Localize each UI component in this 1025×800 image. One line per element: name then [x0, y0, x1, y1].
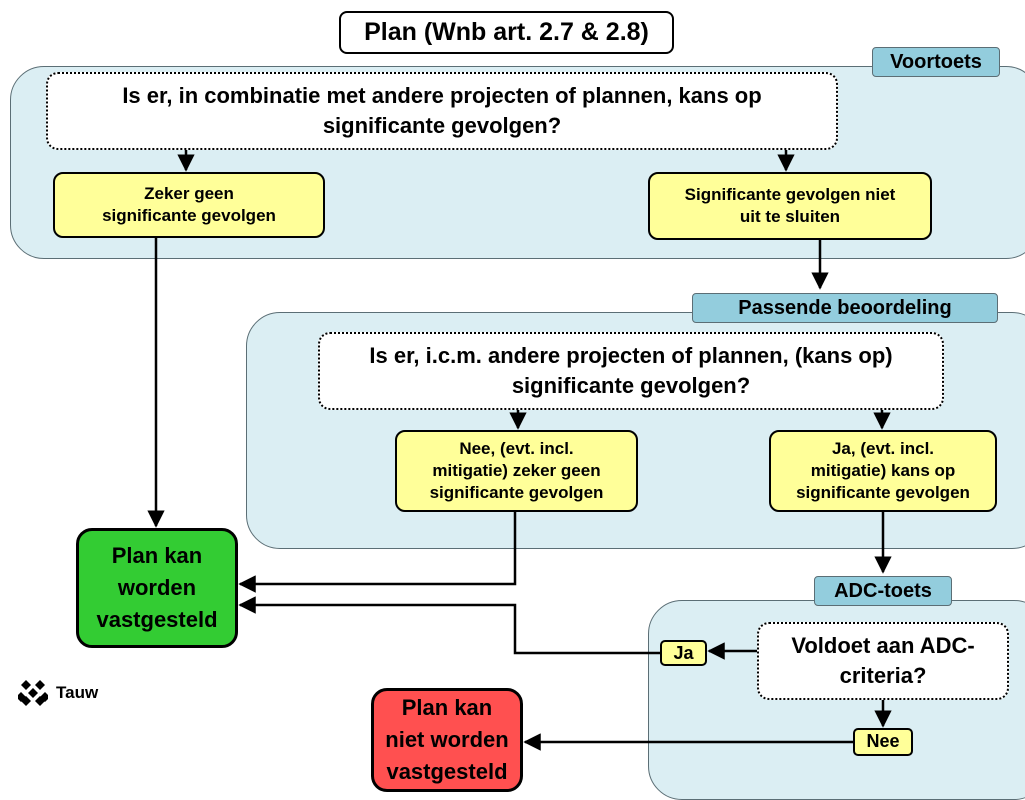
- passende-beoordeling-yes-box: Ja, (evt. incl. mitigatie) kans op signi…: [769, 430, 997, 512]
- arrow-adc-ja-to-approved: [238, 596, 660, 655]
- voortoets-tag: Voortoets: [872, 47, 1000, 77]
- logo-text: Tauw: [56, 683, 99, 702]
- passende-beoordeling-question: Is er, i.c.m. andere projecten of planne…: [318, 332, 944, 410]
- voortoets-effects-possible-box: Significante gevolgen niet uit te sluite…: [648, 172, 932, 240]
- adc-toets-yes-box: Ja: [660, 640, 707, 666]
- passende-beoordeling-tag: Passende beoordeling: [692, 293, 998, 323]
- adc-toets-no-box: Nee: [853, 728, 913, 756]
- diagram-title: Plan (Wnb art. 2.7 & 2.8): [339, 11, 674, 54]
- tauw-logo: Tauw: [18, 680, 98, 706]
- adc-toets-tag: ADC-toets: [814, 576, 952, 606]
- voortoets-no-effects-box: Zeker geen significante gevolgen: [53, 172, 325, 238]
- adc-toets-question: Voldoet aan ADC- criteria?: [757, 622, 1009, 700]
- voortoets-question: Is er, in combinatie met andere projecte…: [46, 72, 838, 150]
- passende-beoordeling-no-box: Nee, (evt. incl. mitigatie) zeker geen s…: [395, 430, 638, 512]
- tauw-logo-icon: [18, 680, 48, 706]
- plan-approved-box: Plan kan worden vastgesteld: [76, 528, 238, 648]
- arrow-pb-no-to-approved: [238, 512, 517, 593]
